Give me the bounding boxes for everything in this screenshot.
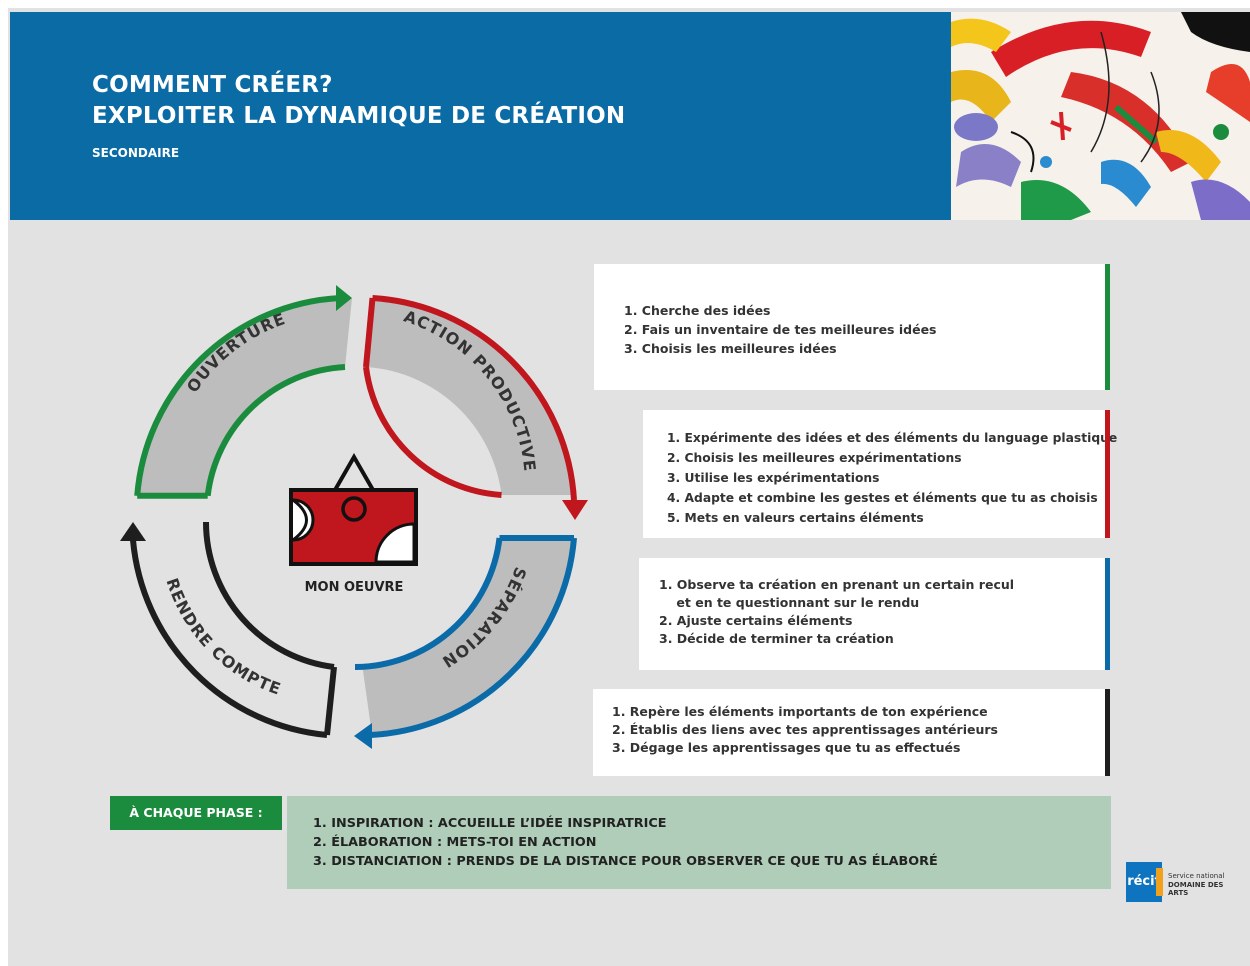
steps-color-bar	[1105, 264, 1110, 390]
step-line: 4. Adapte et combine les gestes et éléme…	[667, 491, 1098, 505]
steps-box-ouverture: 1. Cherche des idées 2. Fais un inventai…	[594, 264, 1110, 390]
steps-color-bar	[1105, 558, 1110, 670]
page-subtitle: SECONDAIRE	[92, 146, 180, 160]
phase-summary-line: 3. DISTANCIATION : PRENDS DE LA DISTANCE…	[313, 854, 938, 869]
step-line: 1. Expérimente des idées et des éléments…	[667, 431, 1118, 445]
action-outer-arc	[372, 295, 577, 501]
ouverture-arrowhead	[336, 285, 352, 311]
header-artwork	[951, 12, 1250, 220]
rendre-compte-arrowhead	[120, 522, 146, 541]
phase-ouverture	[134, 285, 352, 499]
step-line: 1. Observe ta création en prenant un cer…	[659, 577, 1015, 592]
phase-summary-box: 1. INSPIRATION : ACCUEILLE L’IDÉE INSPIR…	[287, 796, 1111, 889]
center-label: MON OEUVRE	[305, 580, 404, 595]
steps-color-bar	[1105, 410, 1110, 538]
step-line: et en te questionnant sur le rendu	[659, 595, 920, 610]
step-line: 3. Choisis les meilleures idées	[624, 341, 837, 356]
phase-summary-line: 1. INSPIRATION : ACCUEILLE L’IDÉE INSPIR…	[313, 816, 667, 831]
step-line: 3. Décide de terminer ta création	[659, 631, 894, 646]
separation-outer-arc	[369, 537, 577, 738]
phase-tag: À CHAQUE PHASE :	[110, 796, 282, 830]
steps-box-separation: 1. Observe ta création en prenant un cer…	[639, 558, 1110, 670]
title-line-1: COMMENT CRÉER?	[92, 72, 333, 98]
step-line: 2. Choisis les meilleures expérimentatio…	[667, 451, 962, 465]
steps-box-action-productive: 1. Expérimente des idées et des éléments…	[643, 410, 1117, 538]
step-line: 5. Mets en valeurs certains éléments	[667, 511, 924, 525]
step-line: 3. Dégage les apprentissages que tu as e…	[612, 740, 961, 755]
step-line: 2. Ajuste certains éléments	[659, 613, 853, 628]
steps-color-bar	[1105, 689, 1110, 776]
recit-logo: récit Service national DOMAINE DES ARTS	[1126, 860, 1244, 904]
artwork-frame-icon	[289, 452, 418, 566]
page-title: COMMENT CRÉER? EXPLOITER LA DYNAMIQUE DE…	[92, 70, 625, 132]
step-line: 3. Utilise les expérimentations	[667, 471, 880, 485]
logo-accent	[1156, 868, 1163, 896]
ouverture-outer-arc	[134, 295, 341, 497]
step-line: 2. Fais un inventaire de tes meilleures …	[624, 322, 937, 337]
phase-rendre-compte	[120, 521, 337, 738]
step-line: 1. Cherche des idées	[624, 303, 771, 318]
step-line: 2. Établis des liens avec tes apprentiss…	[612, 722, 998, 737]
logo-line-1: Service national	[1168, 872, 1225, 880]
header-banner: COMMENT CRÉER? EXPLOITER LA DYNAMIQUE DE…	[10, 12, 951, 220]
phase-separation	[354, 535, 577, 749]
phase-action-productive	[363, 295, 588, 520]
logo-line-2: DOMAINE DES ARTS	[1168, 881, 1224, 897]
title-line-2: EXPLOITER LA DYNAMIQUE DE CRÉATION	[92, 103, 626, 129]
step-line: 1. Repère les éléments importants de ton…	[612, 704, 988, 719]
action-arrowhead	[562, 500, 588, 520]
separation-arrowhead	[354, 723, 372, 749]
logo-name: récit	[1127, 874, 1161, 889]
steps-box-rendre-compte: 1. Repère les éléments importants de ton…	[593, 689, 1110, 776]
rendre-compte-outer-arc	[130, 539, 328, 738]
phase-summary-line: 2. ÉLABORATION : METS-TOI EN ACTION	[313, 835, 597, 850]
logo-badge: récit	[1126, 862, 1163, 902]
